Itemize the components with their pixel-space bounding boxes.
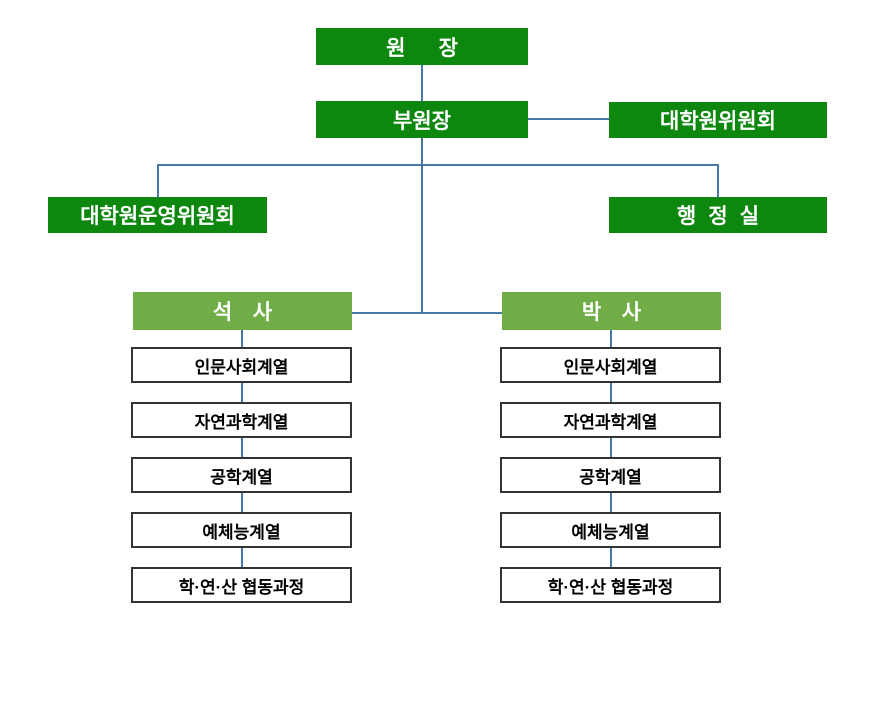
- masters-track-header: 석 사: [133, 292, 352, 330]
- connector-drop-operating: [157, 164, 159, 197]
- connector-masters-dept-2: [241, 383, 243, 402]
- connector-masters-dept-5: [241, 548, 243, 567]
- doctoral-dept-arts-sports: 예체능계열: [500, 512, 721, 548]
- connector-doctoral-dept-1: [610, 330, 612, 347]
- connector-vice-committee: [528, 118, 609, 120]
- connector-masters-dept-1: [241, 330, 243, 347]
- director-box: 원 장: [316, 28, 528, 65]
- connector-doctoral-dept-4: [610, 493, 612, 512]
- doctoral-track-header: 박 사: [502, 292, 721, 330]
- connector-doctoral-dept-2: [610, 383, 612, 402]
- doctoral-dept-engineering: 공학계열: [500, 457, 721, 493]
- connector-masters-doctoral: [352, 312, 502, 314]
- connector-row2-horizontal: [157, 164, 719, 166]
- graduate-committee-box: 대학원위원회: [609, 102, 827, 138]
- masters-dept-humanities-social: 인문사회계열: [131, 347, 352, 383]
- masters-dept-engineering: 공학계열: [131, 457, 352, 493]
- masters-dept-cooperative-program: 학·연·산 협동과정: [131, 567, 352, 603]
- doctoral-dept-humanities-social: 인문사회계열: [500, 347, 721, 383]
- masters-dept-arts-sports: 예체능계열: [131, 512, 352, 548]
- connector-doctoral-dept-5: [610, 548, 612, 567]
- masters-dept-natural-sciences: 자연과학계열: [131, 402, 352, 438]
- admin-office-box: 행 정 실: [609, 197, 827, 233]
- operating-committee-box: 대학원운영위원회: [48, 197, 267, 233]
- connector-director-vice: [421, 65, 423, 101]
- vice-director-box: 부원장: [316, 101, 528, 138]
- connector-masters-dept-4: [241, 493, 243, 512]
- connector-trunk: [421, 138, 423, 314]
- connector-drop-admin: [717, 164, 719, 197]
- connector-doctoral-dept-3: [610, 438, 612, 457]
- connector-masters-dept-3: [241, 438, 243, 457]
- doctoral-dept-cooperative-program: 학·연·산 협동과정: [500, 567, 721, 603]
- doctoral-dept-natural-sciences: 자연과학계열: [500, 402, 721, 438]
